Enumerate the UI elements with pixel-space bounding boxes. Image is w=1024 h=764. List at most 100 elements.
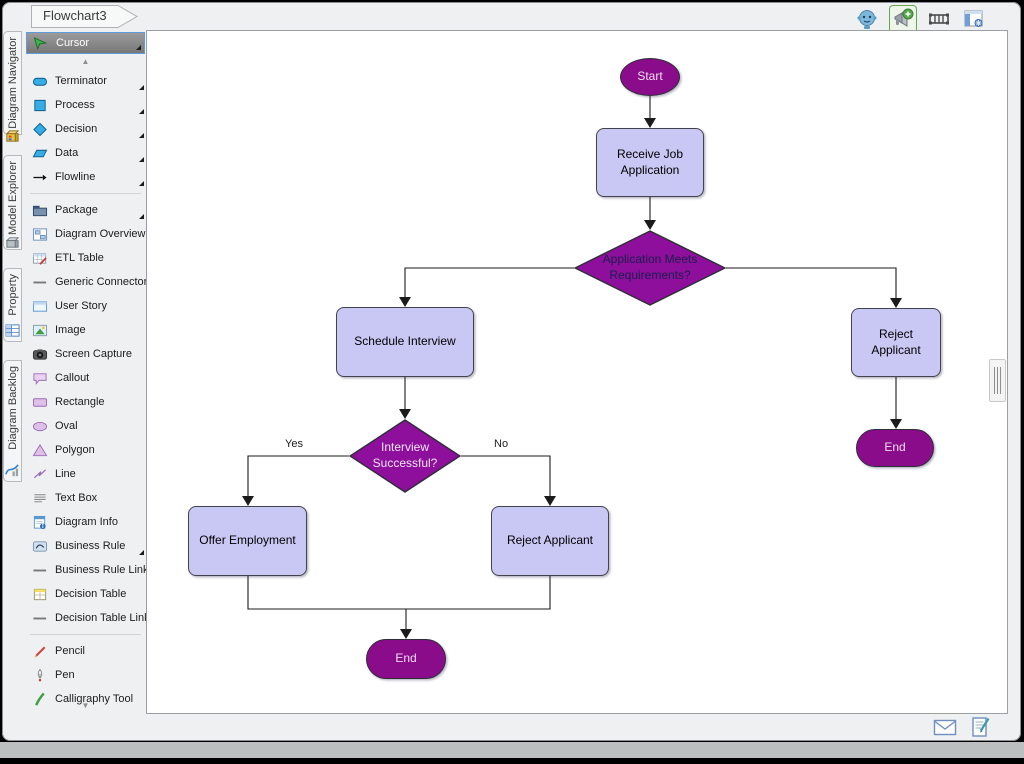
tool-calligraphy[interactable]: Calligraphy Tool — [24, 687, 147, 711]
node-reject-applicant-right[interactable]: Reject Applicant — [851, 308, 941, 377]
node-reject-right-label: Reject Applicant — [871, 326, 921, 357]
tool-label: Line — [55, 468, 76, 480]
etl-table-icon — [32, 252, 47, 265]
node-schedule-label: Schedule Interview — [354, 334, 456, 349]
palette-scroll-down[interactable]: ▼ — [24, 698, 147, 713]
tab-diagram-backlog-label: Diagram Backlog — [6, 366, 19, 450]
diagram-overview-icon — [32, 227, 48, 241]
decision-table-icon — [33, 588, 47, 600]
tool-business-rule-link[interactable]: Business Rule Link — [24, 558, 147, 582]
mail-icon[interactable] — [933, 719, 957, 736]
decision-icon — [33, 122, 47, 136]
tool-decision-table[interactable]: Decision Table — [24, 582, 147, 606]
tool-label: Data — [55, 147, 79, 159]
tool-label: Pen — [55, 669, 75, 681]
tool-rectangle[interactable]: Rectangle — [24, 390, 147, 414]
palette-scroll-up[interactable]: ▲ — [24, 54, 147, 69]
tool-line[interactable]: Line — [24, 462, 147, 486]
callout-icon — [33, 372, 47, 385]
node-end-lower[interactable]: End — [366, 639, 446, 679]
tool-label: Oval — [55, 420, 78, 432]
tool-screen-capture[interactable]: Screen Capture — [24, 342, 147, 366]
background-strip — [0, 742, 1024, 758]
frame-icon[interactable] — [926, 6, 952, 32]
node-schedule-interview[interactable]: Schedule Interview — [336, 307, 474, 377]
tool-process[interactable]: Process — [24, 93, 147, 117]
tool-flowline[interactable]: Flowline — [24, 165, 147, 189]
tab-property[interactable]: Property — [3, 268, 22, 342]
edge-label-no: No — [494, 438, 509, 450]
tool-label: Process — [55, 99, 95, 111]
tool-decision[interactable]: Decision — [24, 117, 147, 141]
tool-label: Text Box — [55, 492, 98, 504]
tool-label: User Story — [55, 300, 107, 312]
tool-label: Image — [55, 324, 86, 336]
tool-label: Generic Connector — [55, 276, 147, 288]
tool-label: Callout — [55, 372, 90, 384]
tab-shape — [31, 5, 138, 28]
process-icon — [34, 99, 46, 111]
scroll-up-icon: ▲ — [81, 57, 90, 66]
tool-callout[interactable]: Callout — [24, 366, 147, 390]
tool-data[interactable]: Data — [24, 141, 147, 165]
tool-generic-connector[interactable]: Generic Connector — [24, 270, 147, 294]
megaphone-glyph — [894, 8, 914, 27]
header-toolbar — [854, 5, 987, 33]
tool-diagram-info[interactable]: Diagram Info — [24, 510, 147, 534]
tool-diagram-overview[interactable]: Diagram Overview — [24, 222, 147, 246]
node-receive-label: Receive Job Application — [616, 146, 684, 177]
node-offer-employment[interactable]: Offer Employment — [188, 506, 307, 576]
tool-label: Business Rule Link — [55, 564, 147, 576]
property-icon — [5, 324, 20, 337]
robot-icon-glyph — [857, 10, 877, 29]
tool-business-rule[interactable]: Business Rule — [24, 534, 147, 558]
node-receive-job-application[interactable]: Receive Job Application — [596, 128, 704, 197]
tab-model-explorer[interactable]: Model Explorer — [3, 155, 22, 250]
tool-user-story[interactable]: User Story — [24, 294, 147, 318]
frame-glyph — [929, 13, 949, 25]
tab-diagram-navigator-label: Diagram Navigator — [6, 37, 19, 129]
diagram-canvas[interactable]: Start Receive Job Application Applicatio… — [146, 30, 1008, 714]
line-icon — [33, 468, 47, 478]
node-start[interactable]: Start — [620, 58, 680, 96]
tool-package[interactable]: Package — [24, 198, 147, 222]
diagram-tab[interactable]: Flowchart3 — [30, 4, 140, 29]
tool-terminator[interactable]: Terminator — [24, 69, 147, 93]
tool-image[interactable]: Image — [24, 318, 147, 342]
node-interview-successful[interactable]: Interview Successful? — [349, 419, 461, 493]
user-story-icon — [32, 300, 48, 312]
flowline-icon — [33, 174, 47, 180]
node-end-lower-label: End — [395, 651, 417, 666]
tab-diagram-navigator[interactable]: Diagram Navigator — [3, 31, 22, 142]
tool-polygon[interactable]: Polygon — [24, 438, 147, 462]
node-application-meets-requirements[interactable]: Application Meets Requirements? — [574, 230, 726, 306]
node-offer-label: Offer Employment — [199, 533, 296, 548]
submenu-indicator — [136, 45, 141, 50]
tool-pencil[interactable]: Pencil — [24, 639, 147, 663]
window-panel-icon[interactable] — [961, 6, 987, 32]
status-bar — [933, 716, 991, 738]
document-edit-icon[interactable] — [971, 716, 991, 738]
oval-icon — [32, 421, 48, 431]
tool-label: Package — [55, 204, 98, 216]
tool-label: Flowline — [55, 171, 96, 183]
robot-icon[interactable] — [854, 6, 880, 32]
terminator-icon — [32, 77, 48, 86]
tool-pen[interactable]: Pen — [24, 663, 147, 687]
panel-collapse-grip[interactable] — [989, 359, 1006, 402]
node-end-right[interactable]: End — [856, 429, 934, 467]
tab-diagram-backlog[interactable]: Diagram Backlog — [3, 360, 22, 482]
tool-oval[interactable]: Oval — [24, 414, 147, 438]
megaphone-plus-icon[interactable] — [889, 5, 917, 33]
tool-label: Cursor — [56, 37, 90, 49]
connector-line-icon — [33, 617, 47, 619]
tool-cursor[interactable]: Cursor — [26, 32, 145, 54]
tool-decision-table-link[interactable]: Decision Table Link — [24, 606, 147, 630]
tool-etl-table[interactable]: ETL Table — [24, 246, 147, 270]
node-reject-applicant-lower[interactable]: Reject Applicant — [491, 506, 609, 576]
pencil-icon — [34, 646, 46, 658]
tool-text-box[interactable]: Text Box — [24, 486, 147, 510]
shape-palette: Cursor ▲ Terminator Process — [24, 31, 147, 714]
connector-line-icon — [33, 281, 47, 283]
business-rule-icon — [32, 540, 48, 552]
